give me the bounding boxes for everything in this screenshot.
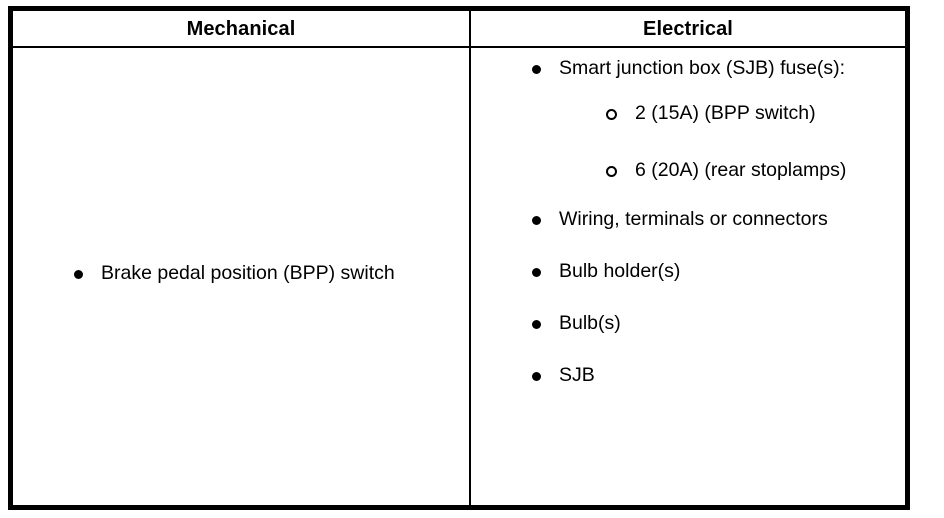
list-item: Bulb holder(s)	[525, 256, 865, 287]
mechanical-bullet-list: Brake pedal position (BPP) switch	[67, 258, 397, 289]
mechanical-content: Brake pedal position (BPP) switch	[13, 48, 469, 505]
list-item: Brake pedal position (BPP) switch	[67, 258, 397, 289]
bullet-disc-icon	[532, 268, 541, 277]
bullet-circle-icon	[606, 109, 617, 120]
spacer	[525, 339, 865, 360]
sjb-fuse-sub-list: 2 (15A) (BPP switch) 6 (20A) (rear stopl…	[601, 98, 901, 186]
spacer	[601, 129, 901, 155]
spacer	[525, 186, 865, 204]
table-inner: Mechanical Electrical Brake pedal positi…	[13, 11, 905, 505]
list-item: Bulb(s)	[525, 308, 865, 339]
list-item-label: SJB	[559, 364, 595, 386]
list-item: 2 (15A) (BPP switch)	[601, 98, 901, 129]
bullet-disc-icon	[532, 372, 541, 381]
table-cell-electrical: Smart junction box (SJB) fuse(s): 2 (15A…	[471, 48, 905, 505]
list-item: SJB	[525, 360, 865, 391]
electrical-bullet-list: Smart junction box (SJB) fuse(s): 2 (15A…	[525, 53, 865, 391]
table-cell-mechanical: Brake pedal position (BPP) switch	[13, 48, 469, 505]
list-item-label: Brake pedal position (BPP) switch	[101, 262, 395, 284]
table-header-row: Mechanical Electrical	[13, 11, 905, 48]
spacer	[525, 287, 865, 308]
column-header-electrical: Electrical	[643, 17, 733, 40]
bullet-circle-icon	[606, 166, 617, 177]
list-item: Smart junction box (SJB) fuse(s):	[525, 53, 865, 84]
list-item-label: Bulb holder(s)	[559, 260, 681, 282]
list-item: 6 (20A) (rear stoplamps)	[601, 155, 901, 186]
list-item: Wiring, terminals or connectors	[525, 204, 865, 235]
spacer	[525, 235, 865, 256]
spacer	[525, 84, 865, 98]
bullet-disc-icon	[532, 65, 541, 74]
list-item-label: Bulb(s)	[559, 312, 621, 334]
list-item-label: 2 (15A) (BPP switch)	[635, 102, 816, 124]
bullet-disc-icon	[74, 270, 83, 279]
bullet-disc-icon	[532, 216, 541, 225]
list-item-label: 6 (20A) (rear stoplamps)	[635, 159, 847, 181]
list-item-label: Smart junction box (SJB) fuse(s):	[559, 57, 846, 79]
symptom-table: Mechanical Electrical Brake pedal positi…	[8, 6, 910, 510]
column-divider	[469, 11, 471, 505]
column-header-mechanical: Mechanical	[186, 17, 296, 40]
list-item-label: Wiring, terminals or connectors	[559, 208, 828, 230]
bullet-disc-icon	[532, 320, 541, 329]
